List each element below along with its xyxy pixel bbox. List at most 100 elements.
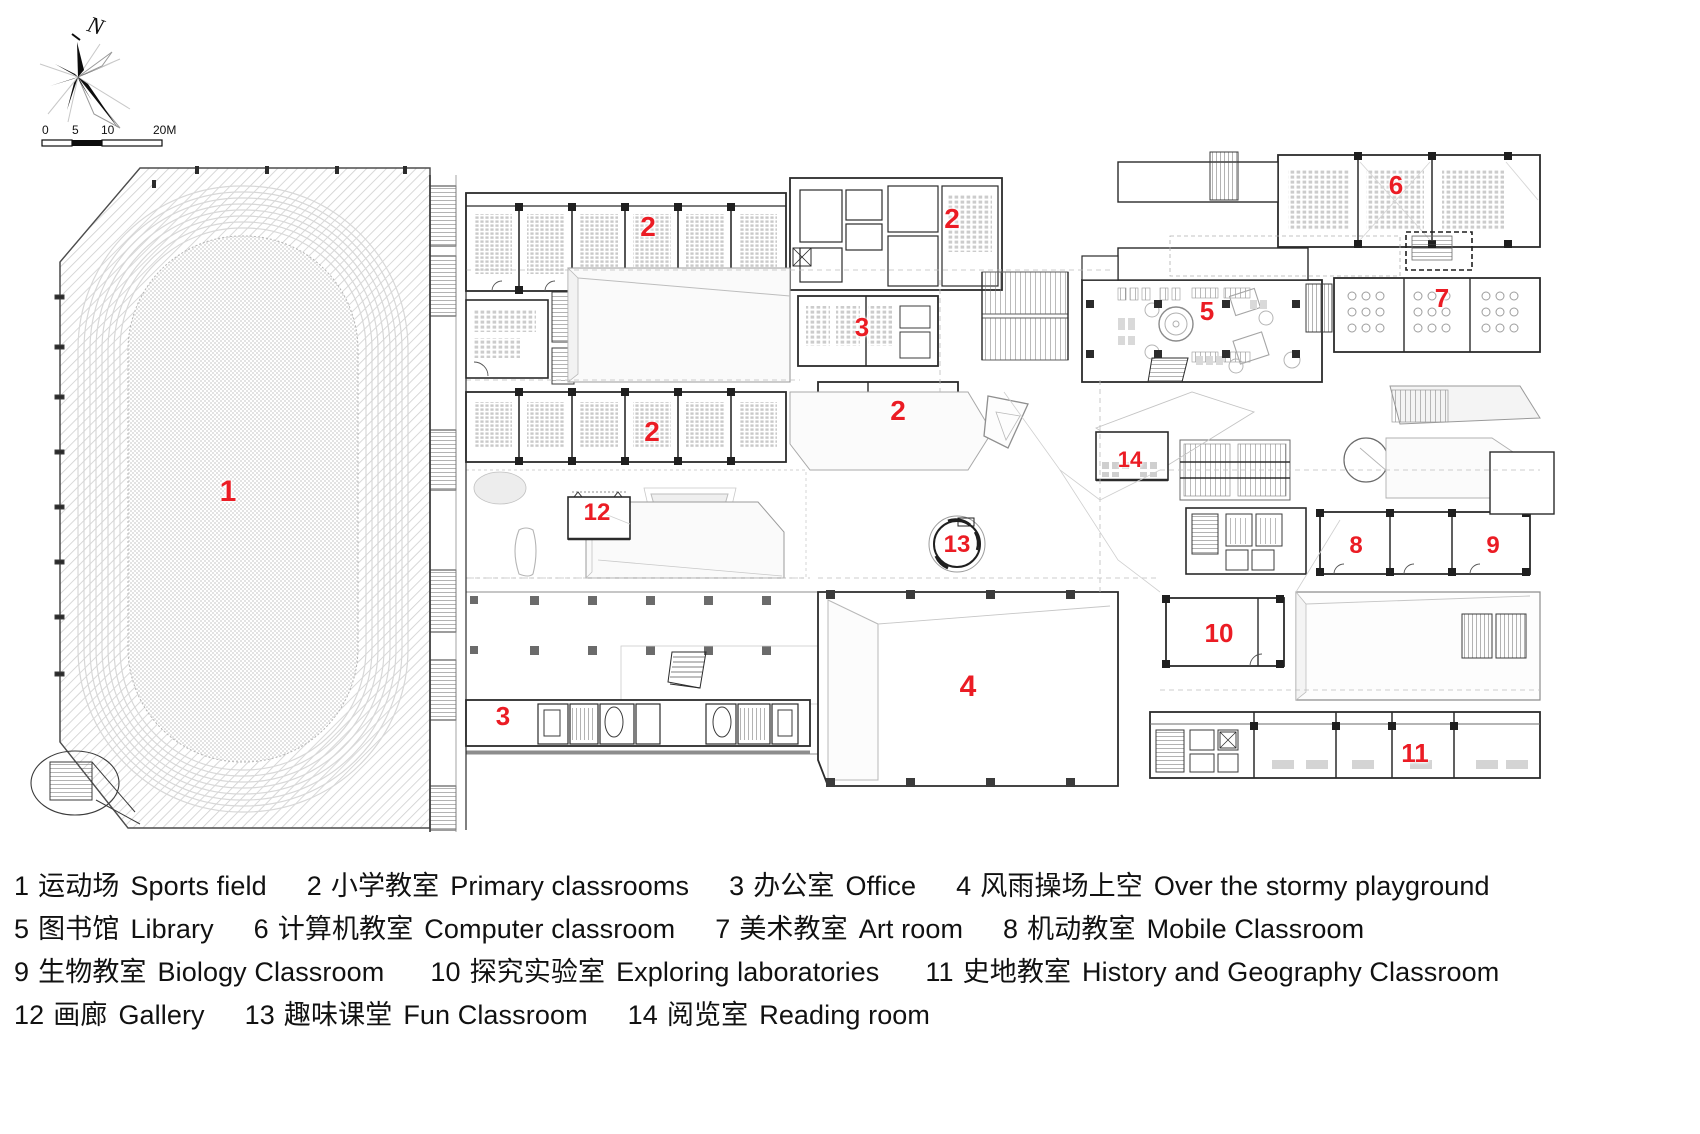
legend-number-6: 6 bbox=[253, 914, 269, 944]
legend-label-cn-14: 阅览室 bbox=[666, 1000, 749, 1031]
terrace-polygons bbox=[789, 391, 1029, 471]
legend-number-10: 10 bbox=[430, 957, 461, 987]
legend-number-13: 13 bbox=[244, 1000, 275, 1030]
room-tag-2d: 2 bbox=[890, 395, 906, 426]
legend-row-3: 9 生物教室 Biology Classroom 10 探究实验室 Exploring l… bbox=[14, 950, 1686, 993]
scale-tick-5: 5 bbox=[72, 123, 79, 137]
legend-label-cn-8: 机动教室 bbox=[1027, 914, 1136, 945]
scale-tick-0: 0 bbox=[42, 123, 49, 137]
legend-item-1: 1 运动场 Sports field bbox=[14, 864, 267, 903]
scale-tick-10: 10 bbox=[101, 123, 115, 137]
room-tag-13: 13 bbox=[943, 531, 971, 558]
scale-tick-20: 20M bbox=[153, 123, 176, 137]
legend-item-13: 13 趣味课堂 Fun Classroom bbox=[245, 993, 588, 1032]
legend-number-9: 9 bbox=[14, 957, 30, 987]
legend-label-en-7: Art room bbox=[858, 914, 964, 944]
stormy-playground-void bbox=[817, 590, 1119, 787]
legend-label-en-9: Biology Classroom bbox=[157, 957, 385, 987]
room-tag-2c: 2 bbox=[644, 416, 660, 447]
legend-item-7: 7 美术教室 Art room bbox=[715, 907, 963, 946]
site-thin-lines bbox=[1003, 391, 1341, 593]
legend-number-4: 4 bbox=[956, 871, 972, 901]
atrium-roof-north bbox=[567, 267, 791, 383]
legend-number-12: 12 bbox=[14, 1000, 45, 1030]
room-tag-3: 3 bbox=[854, 312, 870, 342]
room-tag-1: 1 bbox=[219, 475, 237, 508]
legend-number-3: 3 bbox=[729, 871, 745, 901]
room-tag-10: 10 bbox=[1204, 618, 1234, 648]
legend-label-en-13: Fun Classroom bbox=[403, 1000, 588, 1030]
north-arrow-and-scale: N 0 5 10 20M bbox=[20, 4, 210, 154]
west-stair-spine bbox=[429, 175, 457, 832]
sports-field-track bbox=[30, 166, 431, 829]
room-tag-3b: 3 bbox=[495, 701, 511, 731]
legend-item-10: 10 探究实验室 Exploring laboratories bbox=[430, 950, 879, 989]
room-tag-11: 11 bbox=[1401, 738, 1429, 768]
library-entry-stair bbox=[1147, 357, 1189, 383]
legend-label-cn-1: 运动场 bbox=[38, 871, 120, 902]
legend-label-en-10: Exploring laboratories bbox=[616, 957, 880, 987]
legend-number-5: 5 bbox=[14, 914, 30, 944]
legend-label-cn-12: 画廊 bbox=[53, 1000, 108, 1031]
office-strip-lower bbox=[465, 699, 811, 754]
legend-label-en-5: Library bbox=[130, 914, 214, 944]
classroom-row-8-9 bbox=[1316, 451, 1555, 576]
room-tag-2b: 2 bbox=[944, 203, 960, 234]
legend-label-cn-10: 探究实验室 bbox=[469, 957, 606, 988]
legend-label-en-2: Primary classrooms bbox=[450, 871, 690, 901]
legend-number-7: 7 bbox=[715, 914, 731, 944]
legend-item-6: 6 计算机教室 Computer classroom bbox=[254, 907, 676, 946]
classroom-wing-middle bbox=[465, 388, 787, 465]
legend-row-2: 5 图书馆 Library 6 计算机教室 Computer classroom 7 美术教室… bbox=[14, 907, 1686, 950]
legend-label-cn-6: 计算机教室 bbox=[277, 914, 414, 945]
compass-rose-icon: N bbox=[39, 11, 131, 129]
legend-label-en-14: Reading room bbox=[759, 1000, 931, 1030]
scale-bar: 0 5 10 20M bbox=[41, 123, 176, 147]
room-tag-4: 4 bbox=[959, 670, 977, 703]
legend-label-cn-9: 生物教室 bbox=[38, 957, 147, 988]
fun-classroom-circular bbox=[928, 515, 986, 573]
legend-item-5: 5 图书馆 Library bbox=[14, 907, 214, 946]
hall-stair bbox=[667, 651, 707, 689]
plan-drawing-area bbox=[30, 151, 1555, 832]
legend-label-en-6: Computer classroom bbox=[424, 914, 676, 944]
gallery-room bbox=[567, 491, 631, 541]
room-tag-7: 7 bbox=[1434, 283, 1450, 313]
legend-label-cn-7: 美术教室 bbox=[739, 914, 848, 945]
library-block bbox=[1081, 247, 1323, 383]
legend-number-1: 1 bbox=[14, 871, 30, 901]
history-geography-classroom bbox=[1149, 711, 1541, 779]
room-tag-12: 12 bbox=[583, 499, 611, 526]
legend-label-en-1: Sports field bbox=[130, 871, 267, 901]
legend-item-9: 9 生物教室 Biology Classroom bbox=[14, 950, 384, 989]
legend-number-8: 8 bbox=[1003, 914, 1019, 944]
service-block-west bbox=[465, 291, 575, 385]
roof-plate-southeast bbox=[1295, 590, 1541, 701]
legend-label-cn-13: 趣味课堂 bbox=[283, 1000, 393, 1031]
auditorium-seating bbox=[981, 271, 1069, 361]
north-label: N bbox=[84, 11, 109, 40]
legend-label-en-11: History and Geography Classroom bbox=[1082, 957, 1500, 987]
floor-plan-vector bbox=[30, 151, 1555, 832]
legend-label-cn-4: 风雨操场上空 bbox=[980, 871, 1143, 902]
art-room bbox=[1169, 231, 1541, 353]
room-tag-6: 6 bbox=[1388, 170, 1404, 200]
admin-block-north bbox=[789, 177, 1003, 291]
service-core-right bbox=[1185, 507, 1307, 575]
courtyard-landscape bbox=[465, 469, 807, 579]
legend-label-cn-5: 图书馆 bbox=[38, 914, 120, 945]
legend-label-cn-3: 办公室 bbox=[753, 871, 835, 902]
legend-label-en-8: Mobile Classroom bbox=[1146, 914, 1365, 944]
room-tag-14: 14 bbox=[1117, 447, 1143, 472]
office-block bbox=[797, 295, 939, 367]
exploring-laboratory bbox=[1162, 595, 1285, 668]
legend-label-cn-2: 小学教室 bbox=[330, 871, 440, 902]
computer-classroom bbox=[1117, 151, 1541, 248]
